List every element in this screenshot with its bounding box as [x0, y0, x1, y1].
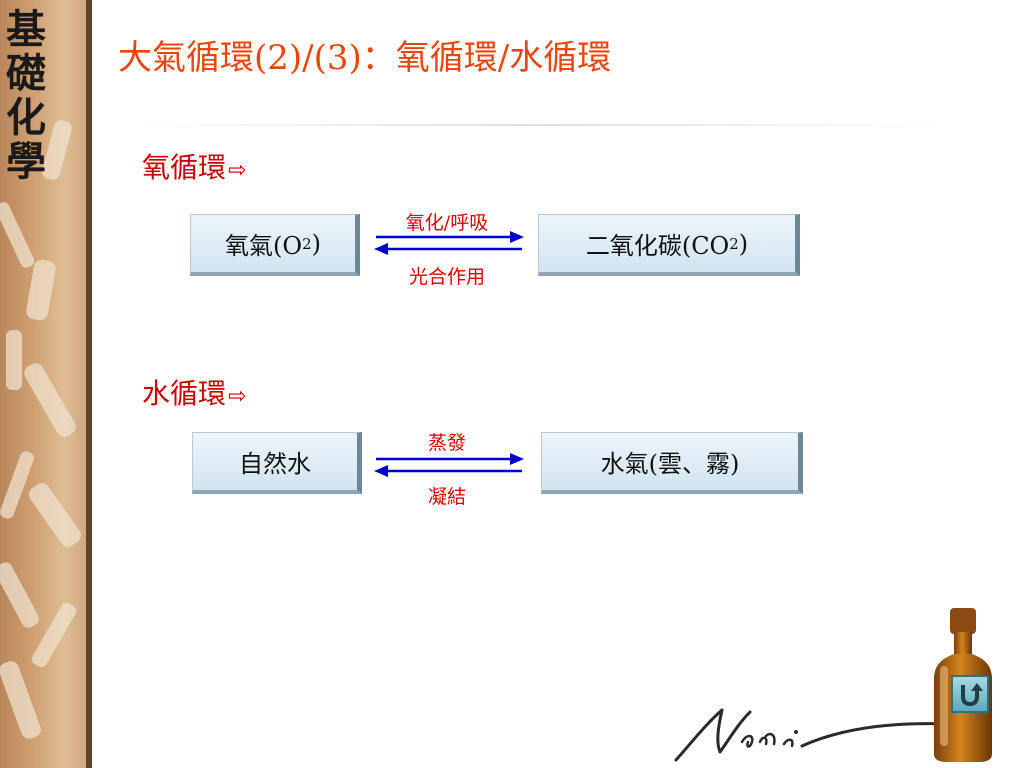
oxygen-cycle-heading: 氧循環⇨ [142, 146, 246, 186]
arrow-right-icon: ⇨ [228, 158, 247, 183]
title-divider [118, 124, 958, 126]
decorative-sidebar [0, 0, 92, 768]
box-tail: ) [738, 229, 749, 258]
u-turn-icon [961, 683, 983, 707]
bottle-pattern [0, 120, 81, 739]
sidebar-edge [86, 0, 92, 768]
backward-label-condensation: 凝結 [427, 486, 466, 508]
subscript: 2 [302, 234, 312, 253]
double-arrow-icon [374, 453, 524, 477]
box-text: 二氧化碳(CO [585, 232, 730, 260]
heading-text: 氧循環 [142, 151, 227, 184]
title-char: 化 [6, 95, 46, 141]
box-text: 氧氣(O [225, 232, 303, 260]
water-vapor-box: 水氣(雲、霧) [541, 432, 803, 494]
signature-logo [674, 708, 950, 762]
forward-label-evaporation: 蒸發 [427, 432, 466, 454]
title-char: 礎 [6, 51, 46, 97]
arrow-right-icon: ⇨ [228, 384, 247, 409]
title-char: 基 [6, 7, 46, 53]
box-tail: ) [311, 229, 321, 258]
forward-label-oxidation: 氧化/呼吸 [405, 212, 489, 234]
double-arrow-icon [374, 231, 524, 255]
vertical-title: 基 礎 化 學 [2, 8, 50, 184]
natural-water-box: 自然水 [192, 432, 362, 494]
title-char: 學 [6, 139, 46, 185]
backward-label-photosynthesis: 光合作用 [408, 266, 485, 288]
return-button[interactable] [951, 675, 989, 713]
slide-title: 大氣循環(2)/(3)：氧循環/水循環 [118, 38, 612, 78]
heading-text: 水循環 [142, 377, 227, 410]
subscript: 2 [729, 234, 739, 253]
water-cycle-heading: 水循環⇨ [142, 372, 246, 412]
